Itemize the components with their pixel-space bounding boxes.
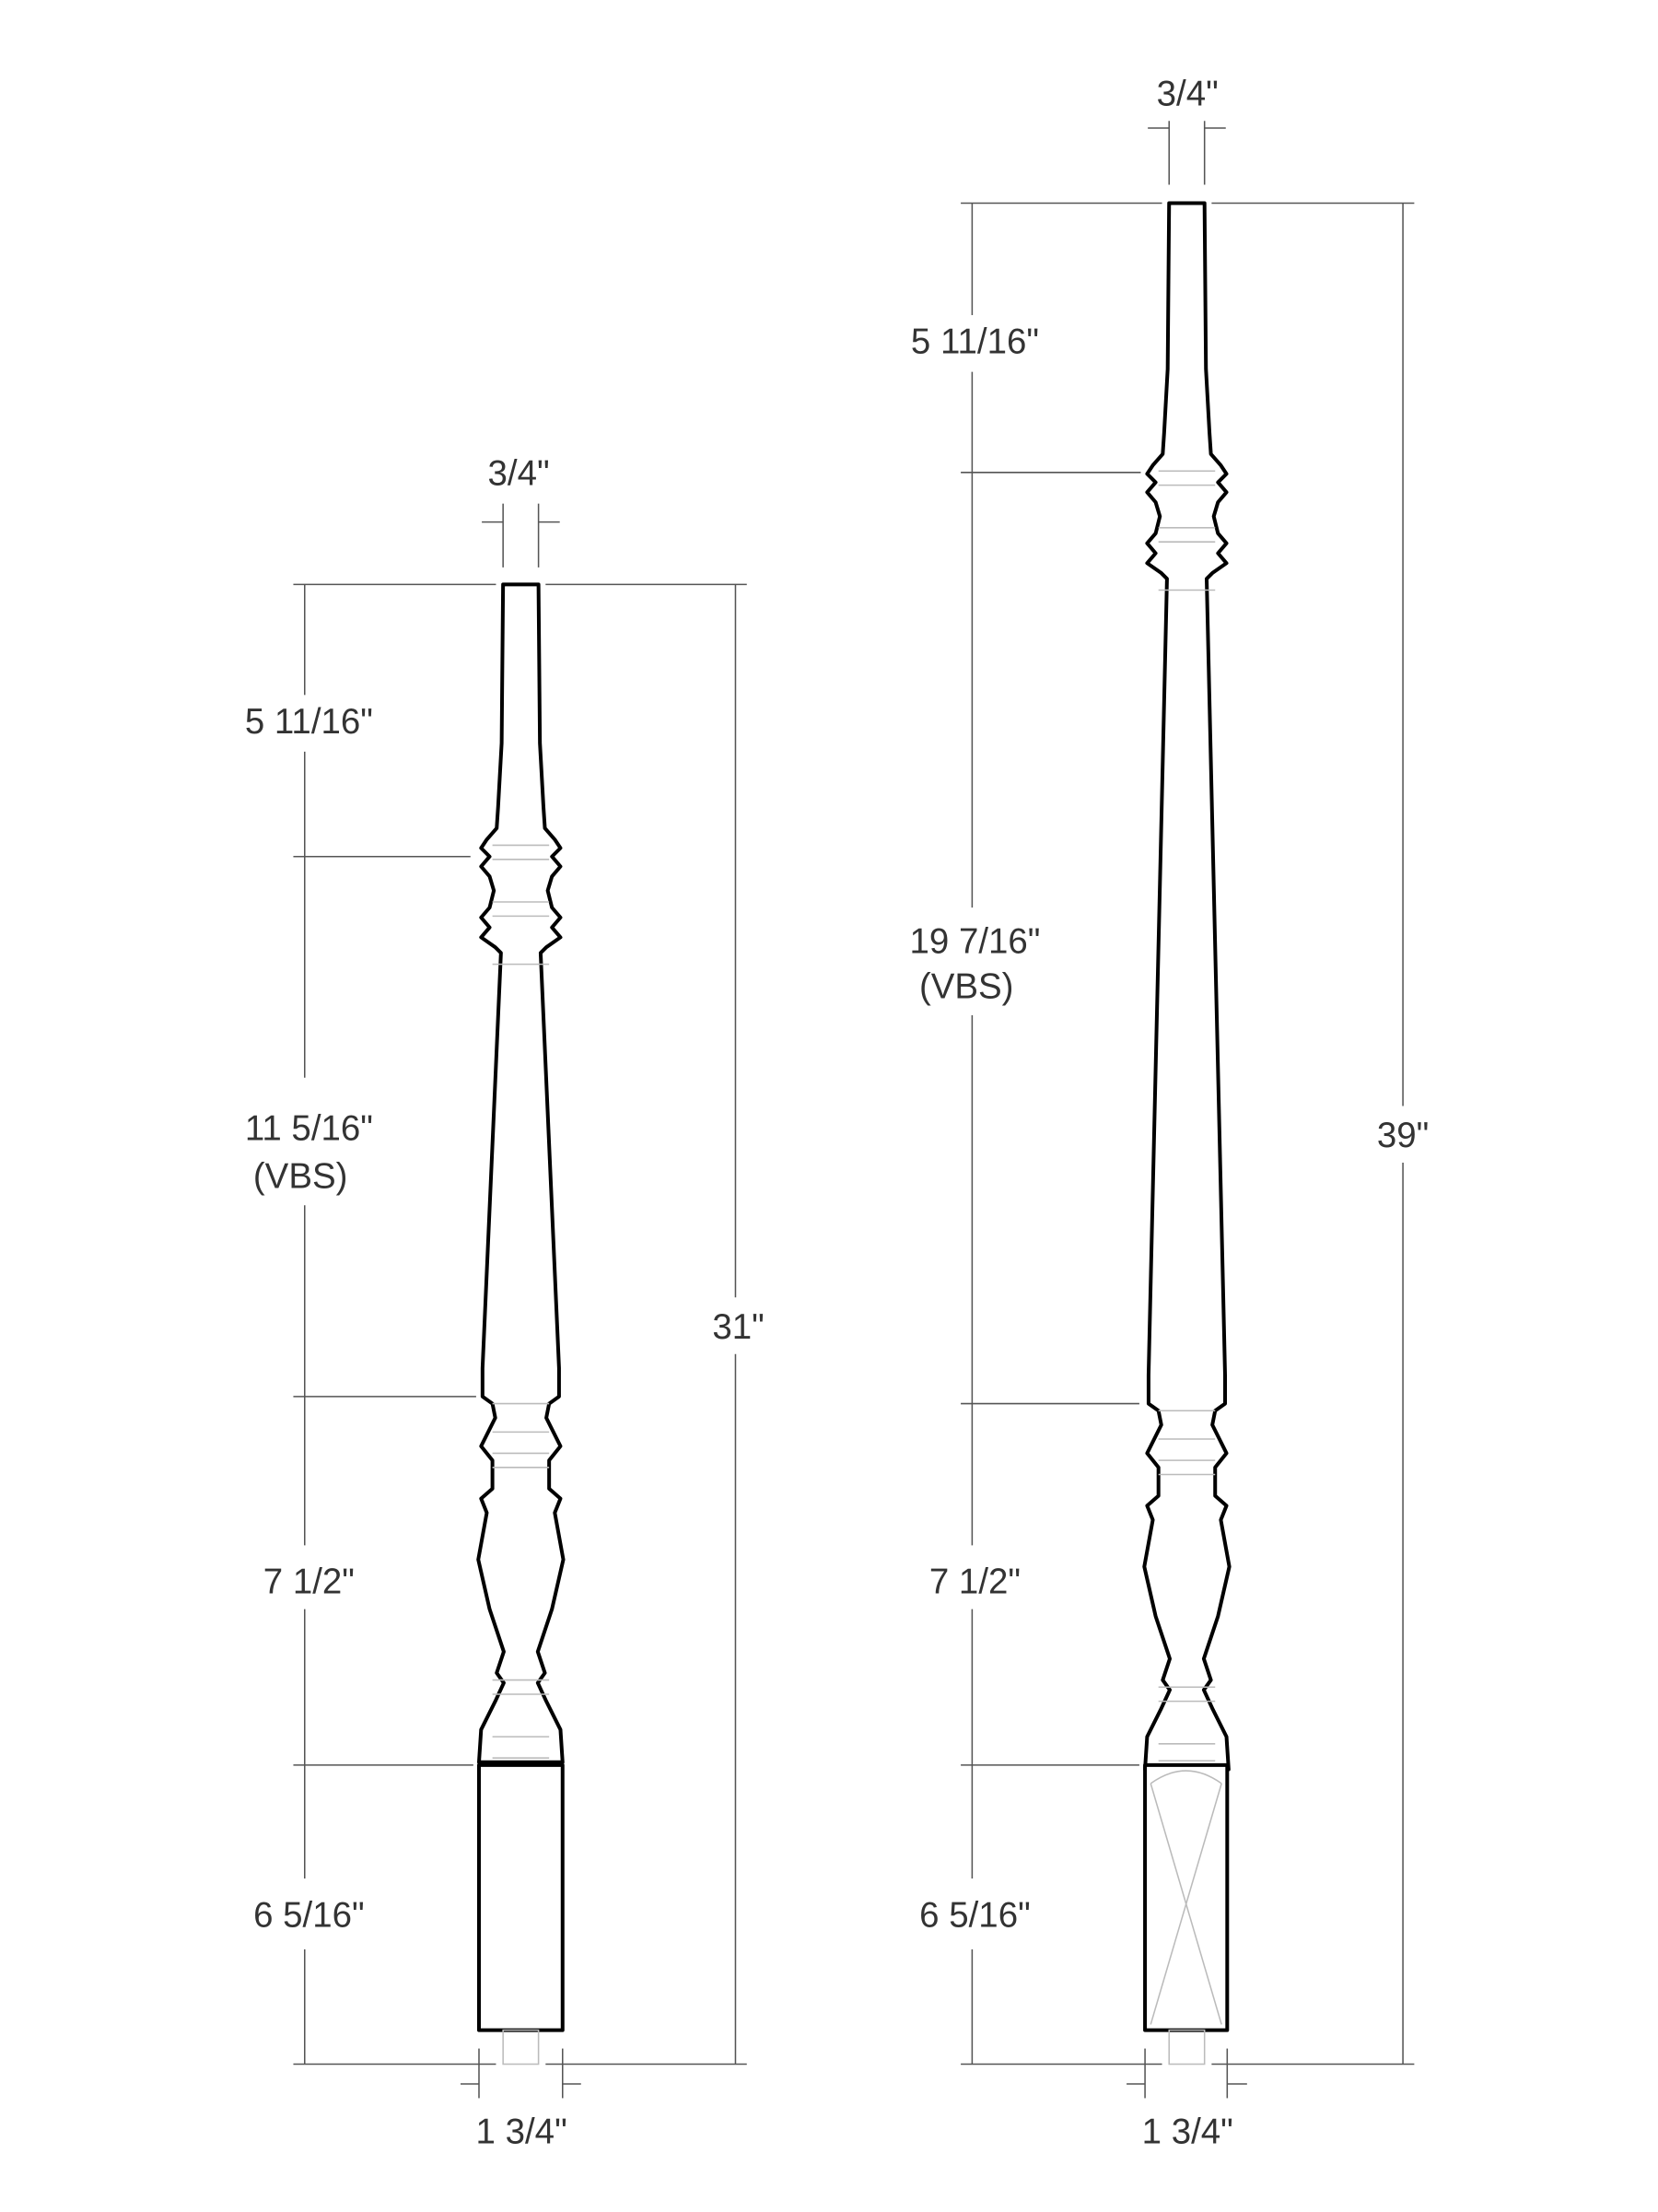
- right-baluster-profile: [1142, 201, 1232, 1772]
- left-top-width-label: 3/4": [488, 454, 550, 494]
- right-block-section-label: 6 5/16": [919, 1895, 1031, 1935]
- left-ring-lines: [492, 844, 550, 1759]
- left-baluster-group: 3/4" 5 11/16" 11 5/16" (VBS) 7 1/2" 6 5/…: [245, 454, 765, 2152]
- right-top-width-label: 3/4": [1157, 74, 1219, 113]
- right-lower-section-label: 7 1/2": [929, 1562, 1021, 1602]
- right-block-width-label: 1 3/4": [1142, 2113, 1233, 2152]
- left-overall-height-label: 31": [712, 1307, 764, 1347]
- right-dimension-lines: [961, 121, 1415, 2099]
- left-square-block: [477, 1762, 565, 2032]
- right-ring-lines: [1158, 470, 1216, 1762]
- left-lower-section-label: 7 1/2": [263, 1562, 355, 1602]
- right-middle-note-label: (VBS): [919, 967, 1014, 1007]
- left-pin: [502, 2029, 540, 2066]
- left-middle-note-label: (VBS): [253, 1157, 348, 1197]
- left-middle-section-label: 11 5/16": [245, 1108, 373, 1148]
- right-top-section-label: 5 11/16": [911, 322, 1039, 362]
- right-baluster-group: 3/4" 5 11/16" 19 7/16" (VBS) 7 1/2" 6 5/…: [909, 74, 1429, 2151]
- right-pin: [1168, 2029, 1206, 2066]
- right-middle-section-label: 19 7/16": [909, 921, 1040, 961]
- right-overall-height-label: 39": [1377, 1116, 1429, 1155]
- right-block-cross-lines: [1150, 1770, 1222, 2025]
- left-block-section-label: 6 5/16": [253, 1895, 365, 1935]
- left-block-width-label: 1 3/4": [476, 2113, 567, 2152]
- left-baluster-profile: [476, 582, 566, 1764]
- left-top-section-label: 5 11/16": [245, 702, 373, 742]
- left-dimension-lines: [293, 503, 747, 2099]
